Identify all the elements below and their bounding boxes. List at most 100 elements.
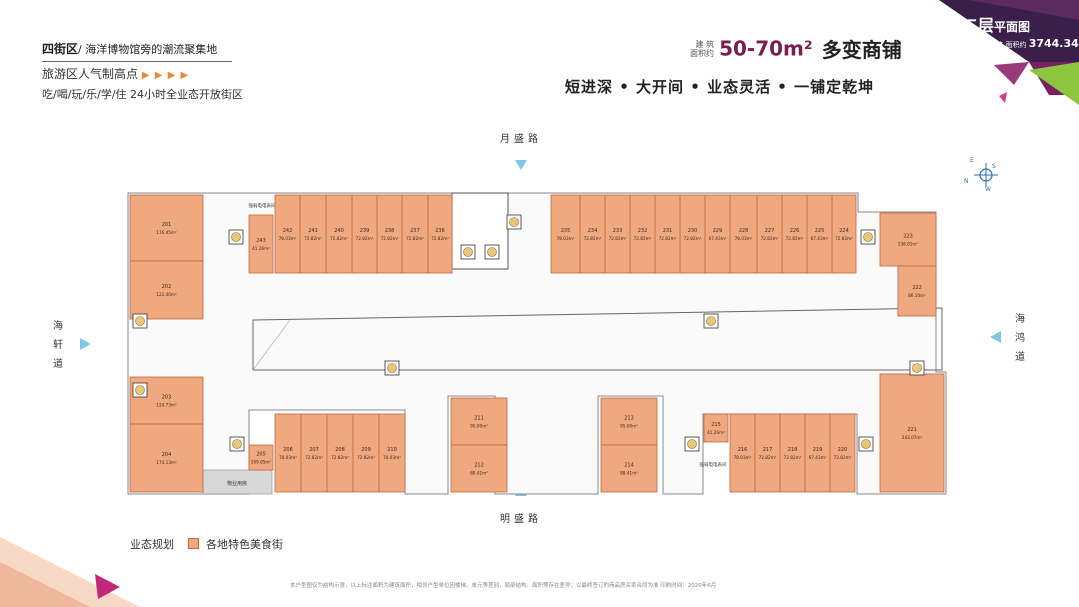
shop-unit-shape[interactable] xyxy=(831,194,857,274)
shop-unit-shape[interactable] xyxy=(781,194,808,274)
shop-unit-shape[interactable] xyxy=(129,260,204,320)
shop-unit-shape[interactable] xyxy=(376,194,403,274)
shop-unit-shape[interactable] xyxy=(326,413,354,493)
area-label-1: 建 筑 xyxy=(695,39,714,49)
shop-unit-shape[interactable] xyxy=(804,413,831,493)
shop-unit-shape[interactable] xyxy=(450,444,508,493)
shop-unit-shape[interactable] xyxy=(325,194,353,274)
shop-unit-shape[interactable] xyxy=(703,413,729,443)
shop-unit-shape[interactable] xyxy=(829,413,856,493)
shop-unit-shape[interactable] xyxy=(427,194,453,274)
arrow-north-icon xyxy=(515,160,527,170)
shop-unit-shape[interactable] xyxy=(401,194,429,274)
compass-icon: E S N W xyxy=(964,157,998,193)
shop-unit-shape[interactable] xyxy=(806,194,833,274)
district-subtitle: / 海洋博物馆旁的潮流聚集地 xyxy=(78,43,218,56)
shop-unit-area: 72.82m² xyxy=(786,236,804,241)
shop-unit-shape[interactable] xyxy=(604,194,631,274)
shop-unit-shape[interactable] xyxy=(756,194,783,274)
shop-unit-shape[interactable] xyxy=(600,397,658,446)
shop-unit-shape[interactable] xyxy=(704,194,731,274)
shop-unit-shape[interactable] xyxy=(274,413,302,493)
shop-unit-number: 212 xyxy=(474,463,484,469)
shop-unit-shape[interactable] xyxy=(300,413,328,493)
shop-unit-number: 239 xyxy=(360,228,370,234)
shop-unit-shape[interactable] xyxy=(729,413,756,493)
shop-unit-shape[interactable] xyxy=(299,194,327,274)
shop-unit-shape[interactable] xyxy=(450,397,508,446)
area-headline: 建 筑面积约 50-70m² 多变商铺 xyxy=(680,34,902,63)
shop-unit-shape[interactable] xyxy=(654,194,681,274)
shop-unit-shape[interactable] xyxy=(248,444,274,471)
shop-unit-shape[interactable] xyxy=(879,212,937,267)
shop-unit-shape[interactable] xyxy=(879,373,945,493)
shop-unit-number: 206 xyxy=(283,447,293,453)
shop-unit-shape[interactable] xyxy=(129,423,204,493)
shop-unit-area: 41.26m² xyxy=(252,246,270,251)
shop-unit-shape[interactable] xyxy=(779,413,806,493)
shop-unit-shape[interactable] xyxy=(729,194,758,274)
shop-unit-shape[interactable] xyxy=(378,413,406,493)
shop-unit-number: 237 xyxy=(410,228,420,234)
elevator-icon-dot xyxy=(687,439,697,449)
area-label-2: 面积约 xyxy=(690,48,714,58)
shop-unit-shape[interactable] xyxy=(754,413,781,493)
shop-unit-shape[interactable] xyxy=(600,444,658,493)
shop-unit-shape[interactable] xyxy=(629,194,656,274)
shop-unit-area: 72.82m² xyxy=(761,236,779,241)
shop-unit-shape[interactable] xyxy=(550,194,581,274)
shop-unit-shape[interactable] xyxy=(579,194,606,274)
shop-unit-shape[interactable] xyxy=(352,413,380,493)
shop-unit-shape[interactable] xyxy=(897,265,937,317)
shop-unit-shape[interactable] xyxy=(679,194,706,274)
shop-unit-shape[interactable] xyxy=(351,194,378,274)
shop-unit-shape[interactable] xyxy=(129,194,204,262)
arrow-west-icon xyxy=(80,338,91,350)
shop-unit-shape[interactable] xyxy=(274,194,301,274)
shop-unit-shape[interactable] xyxy=(248,214,274,274)
activities-text: 吃/喝/玩/乐/学/住 24小时全业态开放街区 xyxy=(42,88,244,101)
